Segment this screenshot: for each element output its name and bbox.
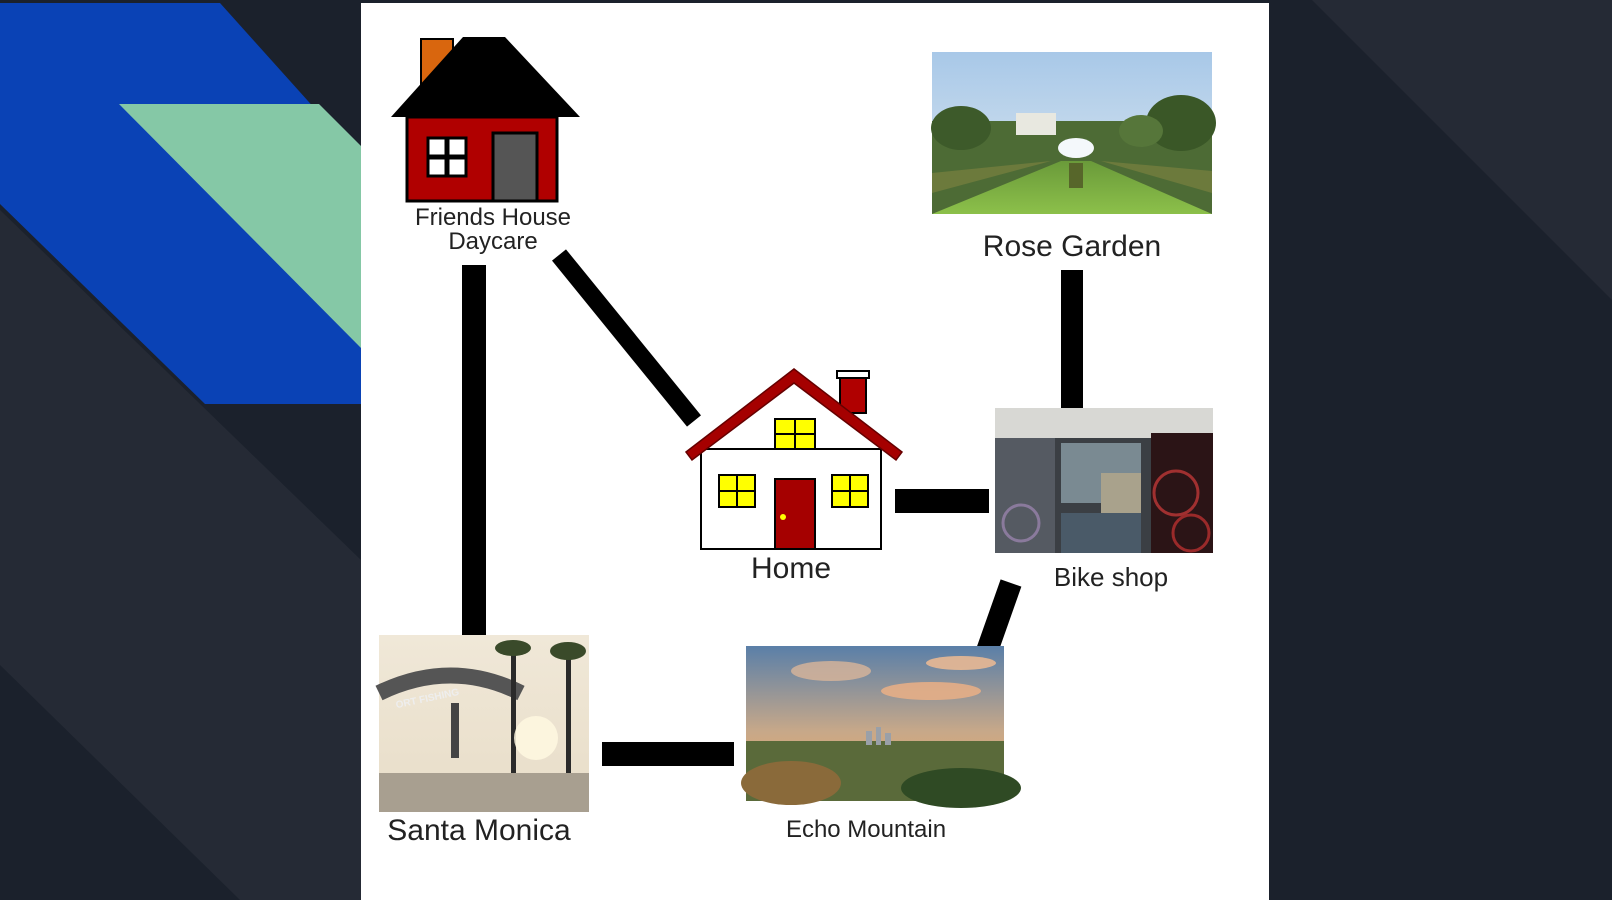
edge-bikeshop-echo (976, 579, 1022, 655)
house-icon (391, 37, 580, 203)
edge-friends-home (552, 249, 701, 427)
rose-garden-photo (931, 52, 1216, 214)
label-santa-monica: Santa Monica (387, 814, 571, 847)
label-friends-house: Friends House Daycare (397, 206, 589, 254)
label-rose-garden: Rose Garden (982, 230, 1162, 263)
label-friends-house-line1: Friends House (414, 204, 572, 231)
santa-monica-pier-photo: ORT FISHING (375, 635, 589, 812)
diagonal-stripe-dark-left (0, 210, 361, 900)
diagonal-blue-band (0, 3, 361, 404)
echo-mountain-photo (741, 646, 1021, 808)
label-friends-house-line2: Daycare (448, 228, 538, 255)
label-echo-mountain: Echo Mountain (785, 816, 947, 843)
diagonal-stripe-dark-right (1312, 0, 1612, 300)
diagonal-green-band (119, 104, 361, 348)
label-home: Home (750, 552, 832, 585)
bike-shop-photo (995, 408, 1213, 553)
map-canvas: ORT FISHING (361, 3, 1269, 900)
map-graphics: ORT FISHING (375, 37, 1216, 812)
home-icon (684, 368, 904, 550)
label-bike-shop: Bike shop (1053, 562, 1169, 592)
